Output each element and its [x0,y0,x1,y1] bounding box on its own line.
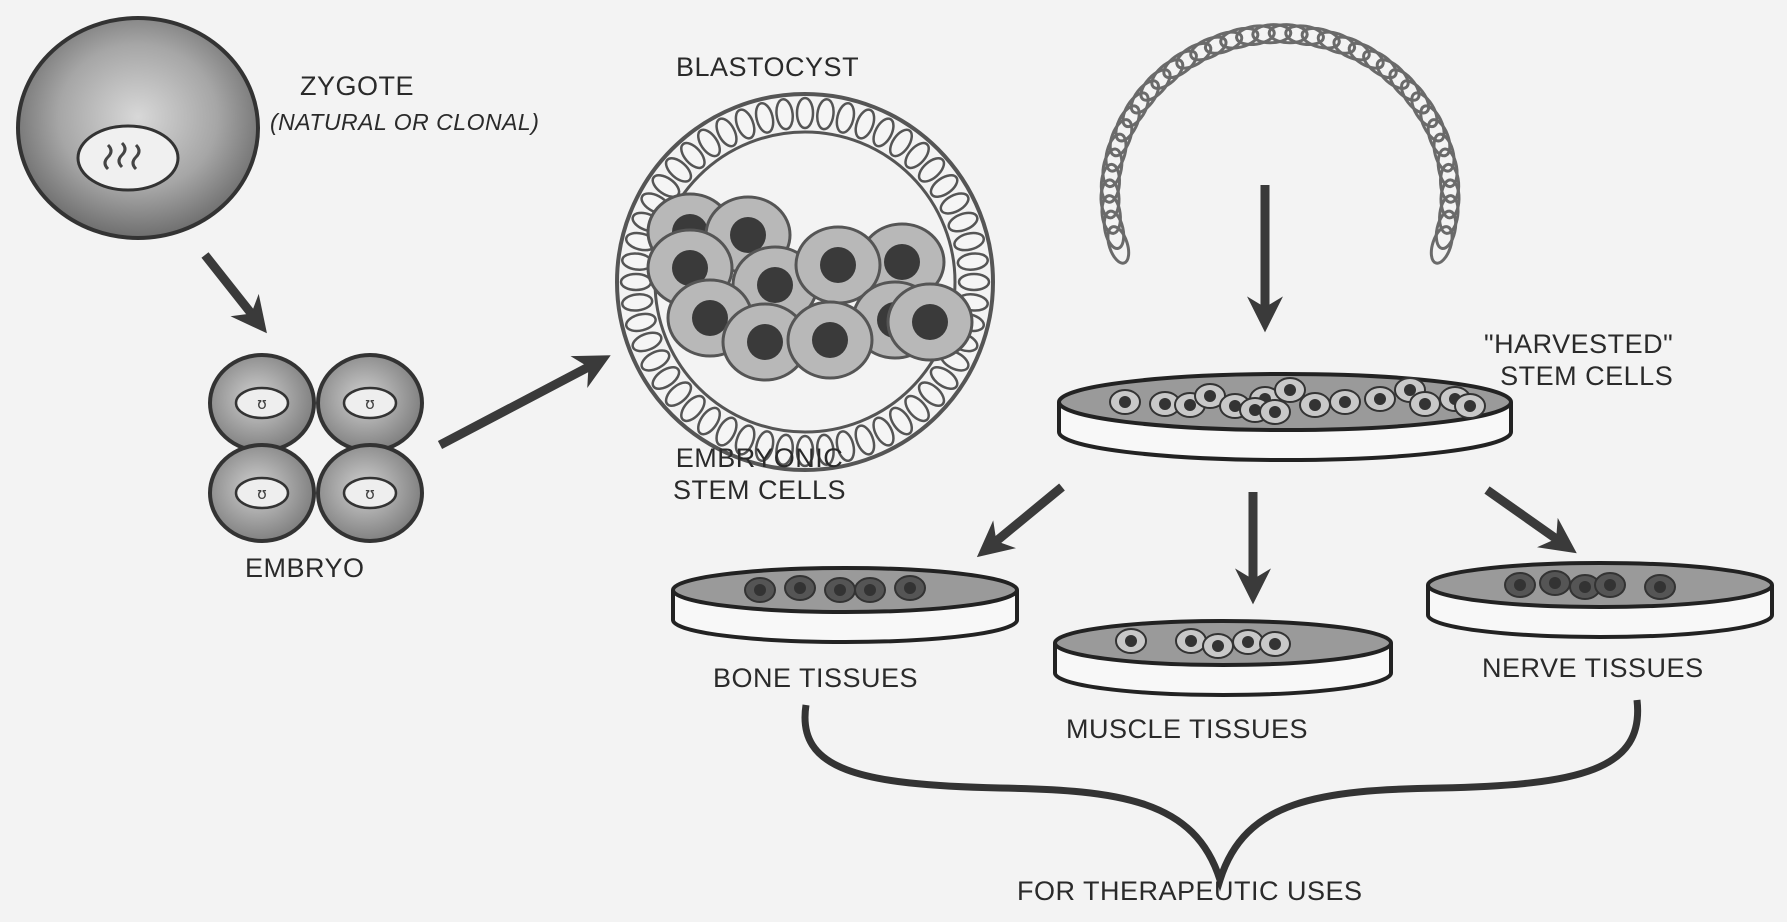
dish-cell-nucleus [1119,396,1131,408]
arrow-zygote-to-embryo [205,255,258,322]
coil-loop [1106,117,1136,159]
dish-cell-nucleus [1654,581,1666,593]
stem-cell-nucleus [730,217,766,253]
trophoblast-cell [959,274,989,290]
harvested-line-1: "HARVESTED" [1484,328,1673,360]
muscle-tissues-label: MUSCLE TISSUES [1066,713,1308,745]
coil-loop [1416,102,1449,144]
trophoblast-cell [621,274,651,290]
harvested-dish [1059,374,1511,460]
dish-cell-nucleus [1269,638,1281,650]
nerve-dish [1428,563,1772,637]
dish-cell-nucleus [1159,398,1171,410]
dish-cell-nucleus [1212,640,1224,652]
dish-cell-nucleus [1269,406,1281,418]
dish-cell-nucleus [1374,393,1386,405]
stem-cell-nucleus [747,324,783,360]
coil-loops [1100,24,1460,266]
embryo-chromosome: ʊ [257,484,267,503]
coil-loop [1331,32,1373,64]
embryo-chromosome: ʊ [257,394,267,413]
harvested-line-2: STEM CELLS [1484,360,1673,392]
embryo-cells: ʊ ʊ ʊ ʊ [210,355,422,541]
dish-cell-nucleus [834,584,846,596]
dish-cell-nucleus [794,582,806,594]
nerve-tissues-label: NERVE TISSUES [1482,652,1704,684]
dish-cell-nucleus [904,582,916,594]
coil-loop [1427,224,1456,266]
dish-cell-nucleus [1204,390,1216,402]
dish-cell-nucleus [1404,384,1416,396]
embryonic-line-2: STEM CELLS [673,474,846,506]
bone-tissues-label: BONE TISSUES [713,662,918,694]
stem-cell-nucleus [812,322,848,358]
dish-cell-nucleus [1125,635,1137,647]
blastocyst [617,94,993,470]
dish-cell-nucleus [1579,581,1591,593]
zygote-sublabel: (NATURAL OR CLONAL) [270,106,539,138]
dish-cell-nucleus [1549,577,1561,589]
bone-dish [673,568,1017,642]
stem-cell-nucleus [692,300,728,336]
embryonic-stem-cells-label: EMBRYONIC STEM CELLS [673,442,846,506]
trophoblast-cell [797,98,813,128]
dish-cell-nucleus [1514,579,1526,591]
embryo-label: EMBRYO [245,552,365,584]
embryo-chromosome: ʊ [365,394,375,413]
dish-cell-nucleus [1464,400,1476,412]
embryo-chromosome: ʊ [365,484,375,503]
zygote-label: ZYGOTE [300,70,414,102]
dish-cell-nucleus [754,584,766,596]
dish-cell-nucleus [1339,396,1351,408]
dish-cell-nucleus [1185,635,1197,647]
dish-cell-nucleus [864,584,876,596]
embryonic-line-1: EMBRYONIC [673,442,846,474]
stem-cell-nucleus [820,247,856,283]
zygote-cell [18,18,258,238]
arrow-to-bone [988,487,1062,548]
stem-cell-nucleus [912,304,948,340]
arrow-embryo-to-blastocyst [440,362,598,445]
stem-cell-nucleus [757,267,793,303]
zygote-title: ZYGOTE [300,70,414,102]
stem-cell-nucleus [884,244,920,280]
harvested-stem-cells-label: "HARVESTED" STEM CELLS [1484,328,1673,392]
dish-cell-nucleus [1242,636,1254,648]
dish-cell-nucleus [1419,398,1431,410]
dish-cell-nucleus [1284,384,1296,396]
arrow-to-nerve [1487,490,1565,545]
therapeutic-uses-label: FOR THERAPEUTIC USES [1017,875,1363,907]
dish-cell-nucleus [1604,579,1616,591]
dish-cell-nucleus [1184,399,1196,411]
muscle-dish [1055,621,1391,695]
dish-cell-nucleus [1309,399,1321,411]
blastocyst-label: BLASTOCYST [676,51,859,83]
